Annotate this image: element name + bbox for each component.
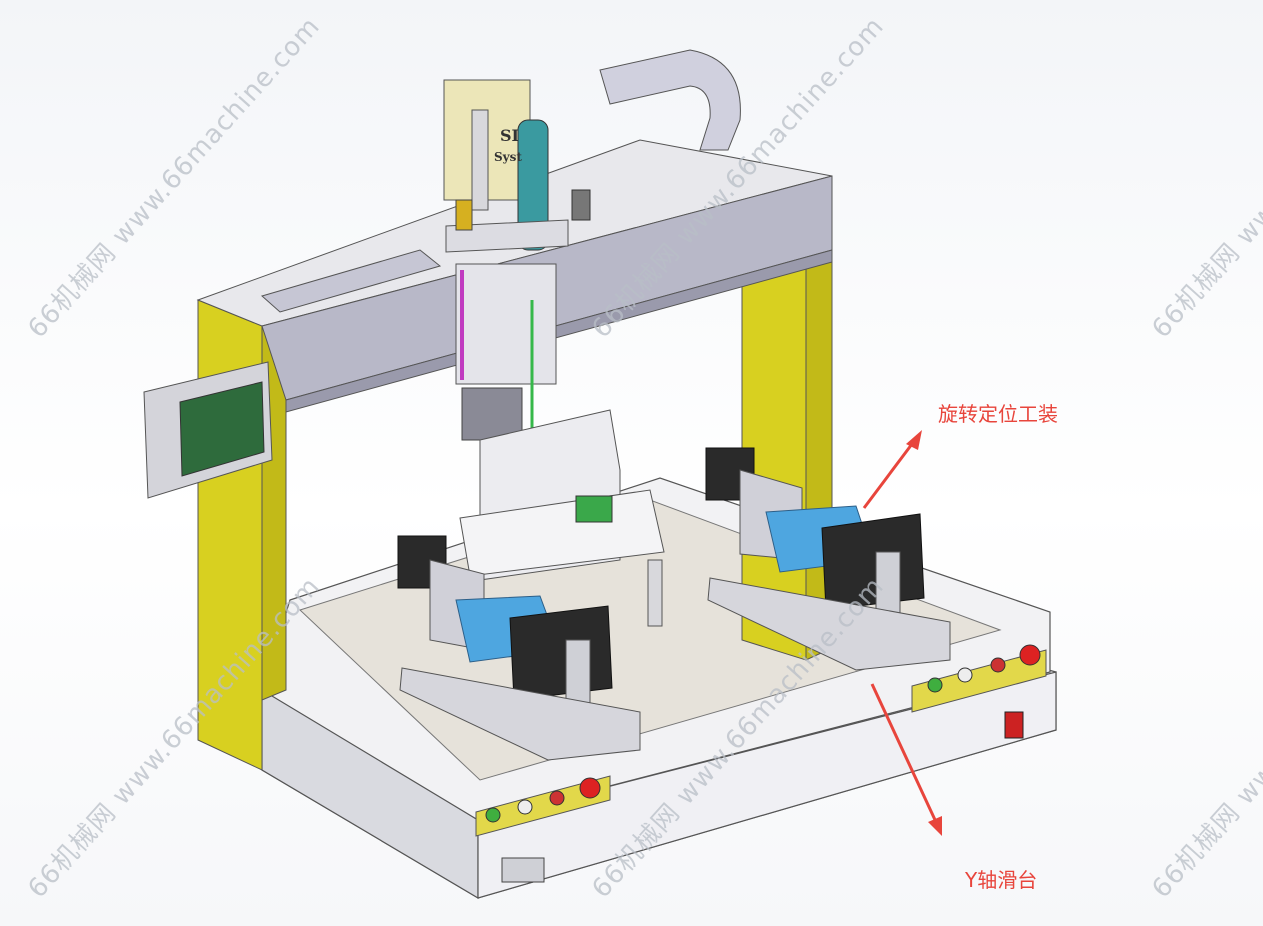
- head-sub-label: Syst: [494, 150, 522, 164]
- cable-chain: [260, 49, 741, 313]
- dispensing-head: [443, 79, 591, 441]
- center-station: [459, 409, 665, 627]
- annotation-arrows: [862, 430, 942, 836]
- front-connector: [501, 857, 545, 883]
- rotary-fixture-annotation: 旋转定位工装: [938, 402, 1058, 426]
- right-control-panel: [911, 644, 1047, 739]
- right-rotary-fixture: [705, 447, 951, 671]
- y-axis-slide-annotation: Y轴滑台: [965, 868, 1038, 892]
- front-control-panel: [475, 775, 611, 837]
- head-label: SI: [500, 126, 520, 145]
- hmi-screen: [143, 361, 273, 499]
- left-rotary-fixture: [397, 535, 641, 761]
